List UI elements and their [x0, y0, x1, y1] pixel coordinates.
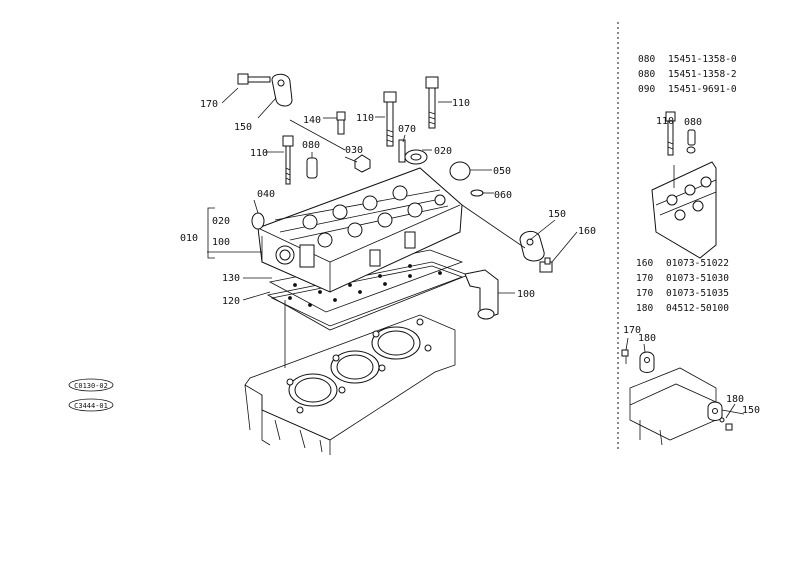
table-part: 15451-1358-2 [668, 69, 737, 80]
parts-table-mid: 160 01073-51022 170 01073-51030 170 0107… [636, 258, 729, 314]
callout-160: 160 [578, 226, 596, 237]
callout-130: 130 [222, 273, 240, 284]
nut-030 [354, 154, 371, 173]
cylinder-block [244, 314, 456, 455]
table-ref: 180 [636, 303, 653, 314]
bolt-160 [539, 257, 553, 273]
inset-callout-180-top: 180 [638, 333, 656, 344]
callout-080: 080 [302, 140, 320, 151]
callout-110-right: 110 [452, 98, 470, 109]
callout-140: 140 [303, 115, 321, 126]
nipple-060 [470, 189, 484, 197]
pin-070 [398, 139, 406, 163]
callout-110-center: 110 [356, 113, 374, 124]
table-part: 15451-1358-0 [668, 54, 737, 65]
callout-100-left: 100 [212, 237, 230, 248]
ref-code-2: C3444-01 [68, 398, 114, 412]
bolt-170-top [237, 73, 271, 85]
sensor-140 [336, 111, 346, 135]
inset-callout-150: 150 [742, 405, 760, 416]
dowel-080 [306, 157, 318, 179]
callout-010: 010 [180, 233, 198, 244]
inset-callout-080: 080 [684, 117, 702, 128]
bracket-150-top [271, 73, 293, 107]
callout-100-right: 100 [517, 289, 535, 300]
inset-bracket-detail: 170 180 180 150 [621, 325, 760, 446]
bracket-150-right [519, 231, 545, 262]
callout-040: 040 [257, 189, 275, 200]
table-ref: 170 [636, 288, 653, 299]
callout-050: 050 [493, 166, 511, 177]
head-bolt-110-left [282, 135, 294, 185]
table-ref: 170 [636, 273, 653, 284]
head-bolt-110-right [425, 76, 439, 129]
callout-070: 070 [398, 124, 416, 135]
callout-120: 120 [222, 296, 240, 307]
callout-020-left: 020 [212, 216, 230, 227]
table-ref: 090 [638, 84, 655, 95]
callout-020-top: 020 [434, 146, 452, 157]
inset-head-detail: 110 080 [651, 111, 717, 259]
inset-callout-110: 110 [656, 116, 674, 127]
table-ref: 080 [638, 54, 655, 65]
inset-callout-170: 170 [623, 325, 641, 336]
callout-170-top: 170 [200, 99, 218, 110]
plug-040 [251, 212, 265, 230]
head-bolt-110-center [383, 91, 397, 147]
callout-110-left: 110 [250, 148, 268, 159]
callout-060: 060 [494, 190, 512, 201]
table-part: 15451-9691-0 [668, 84, 737, 95]
pipe-100 [464, 269, 499, 320]
table-part: 01073-51030 [666, 273, 729, 284]
inset-callout-180-right: 180 [726, 394, 744, 405]
ref-code-1: C0130-02 [68, 378, 114, 392]
cylinder-head [257, 167, 463, 293]
plug-050 [449, 161, 471, 181]
callout-030: 030 [345, 145, 363, 156]
table-part: 04512-50100 [666, 303, 729, 314]
table-part: 01073-51022 [666, 258, 729, 269]
parts-table-top: 080 15451-1358-0 080 15451-1358-2 090 15… [638, 54, 737, 95]
svg-text:C0130-02: C0130-02 [74, 382, 108, 390]
leader-lines [207, 87, 578, 368]
washer-020 [404, 149, 428, 165]
table-ref: 160 [636, 258, 653, 269]
callout-150-top: 150 [234, 122, 252, 133]
table-part: 01073-51035 [666, 288, 729, 299]
table-ref: 080 [638, 69, 655, 80]
svg-text:C3444-01: C3444-01 [74, 402, 108, 410]
callout-150-right: 150 [548, 209, 566, 220]
